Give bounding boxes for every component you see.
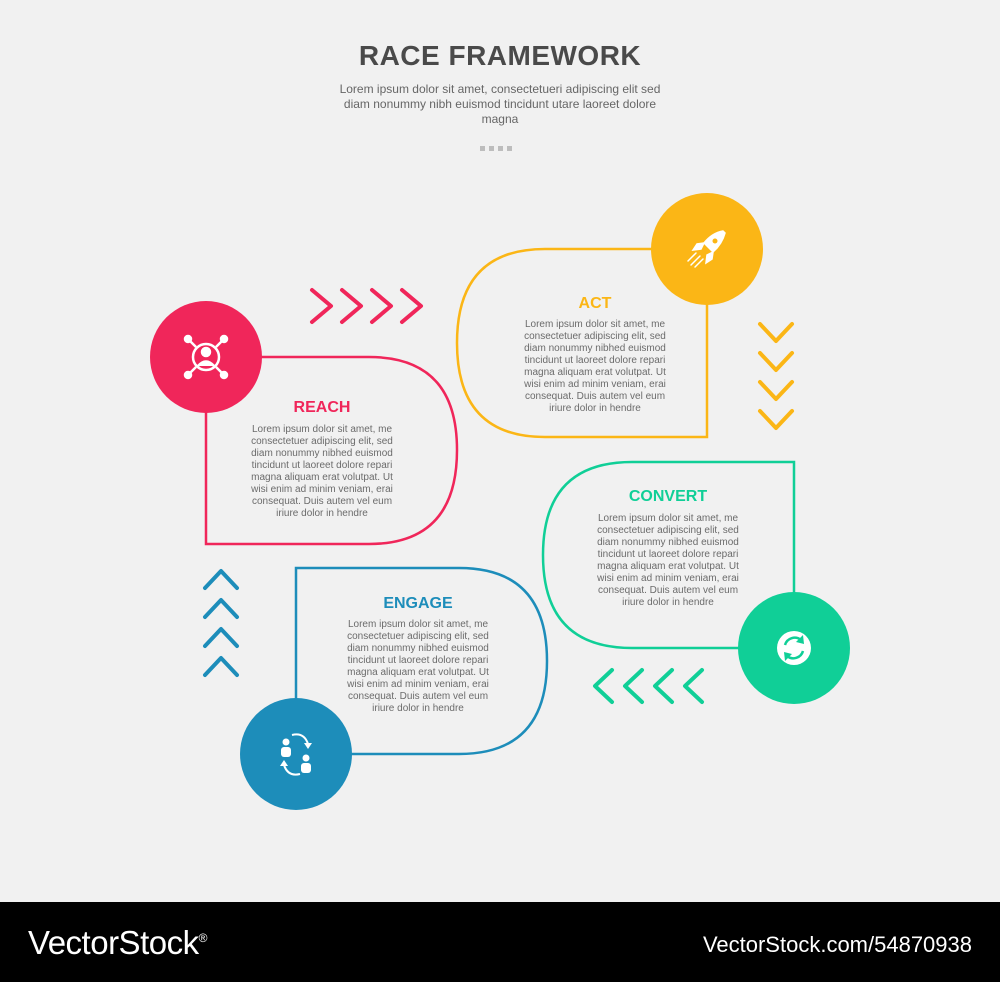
refresh-cycle-icon [777,631,811,665]
chevrons-left [593,668,704,704]
title-divider-dots [480,138,520,151]
convert-frame [541,460,796,650]
engage-description: Lorem ipsum dolor sit amet, me consectet… [347,619,489,714]
engage-title: ENGAGE [383,595,453,612]
people-exchange-icon [280,733,312,776]
act-title: ACT [578,295,612,312]
footer-bar: VectorStock® VectorStock.com/54870938 [0,902,1000,982]
convert-title: CONVERT [628,488,708,505]
race-diagram [150,193,850,810]
reach-title: REACH [293,399,351,416]
chevrons-down [758,322,794,430]
act-circle [651,193,763,305]
chevrons-right [310,288,423,324]
footer-image-id: VectorStock.com/54870938 [702,932,972,957]
engage-circle [240,698,352,810]
page-subtitle: Lorem ipsum dolor sit amet, consectetuer… [339,82,661,126]
engage-frame [294,566,549,756]
rocket-icon [687,230,726,268]
page-title: RACE FRAMEWORK [358,40,642,71]
footer-brand: VectorStock® [28,924,207,962]
convert-description: Lorem ipsum dolor sit amet, me consectet… [597,513,739,608]
reach-frame [204,355,459,546]
chevrons-up [203,569,239,677]
act-description: Lorem ipsum dolor sit amet, me consectet… [524,319,666,414]
act-frame [455,247,709,439]
footer-brand-name: VectorStock [28,924,199,961]
target-person-icon [183,334,229,380]
reach-description: Lorem ipsum dolor sit amet, me consectet… [251,424,393,519]
footer-brand-mark: ® [198,931,208,945]
